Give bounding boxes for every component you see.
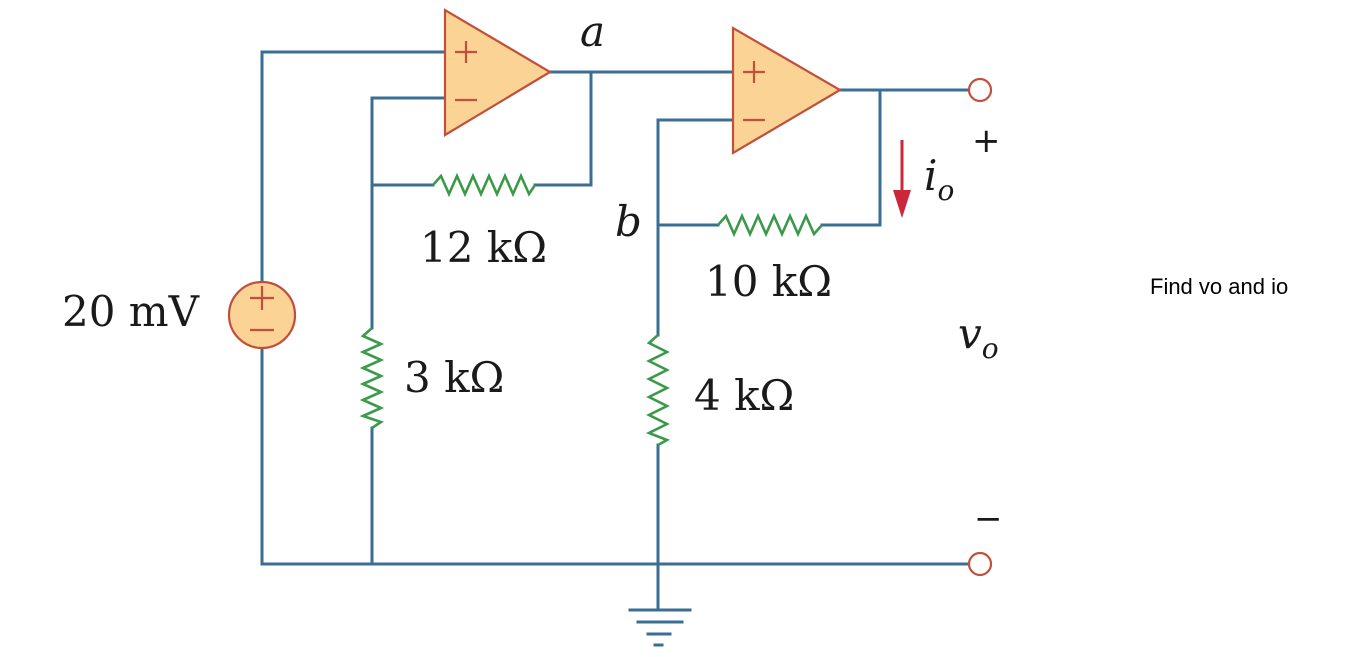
resistor-12k bbox=[432, 172, 537, 198]
resistor-12k-label: 12 kΩ bbox=[420, 223, 547, 272]
source-label: 20 mV bbox=[62, 287, 200, 336]
output-terminal-top bbox=[967, 77, 993, 103]
resistor-3k bbox=[359, 327, 385, 430]
output-voltage-symbol: v bbox=[958, 309, 982, 358]
wires bbox=[260, 50, 970, 612]
current-subscript: o bbox=[937, 174, 954, 207]
question-text: Find vo and io bbox=[1150, 274, 1289, 299]
current-symbol: i bbox=[924, 151, 937, 200]
wire-10k-to-output bbox=[820, 88, 882, 227]
output-terminal-bottom bbox=[967, 551, 993, 577]
output-voltage-label: vo bbox=[958, 309, 999, 365]
node-a-label: a bbox=[580, 7, 605, 56]
wire-12k-to-node-a bbox=[533, 70, 593, 187]
current-arrow bbox=[893, 140, 911, 218]
wire-opamp1-minus bbox=[370, 96, 447, 187]
current-label: io bbox=[924, 151, 954, 207]
wire-opamp2-minus bbox=[656, 118, 735, 227]
ground-symbol bbox=[628, 608, 692, 647]
resistor-4k-label: 4 kΩ bbox=[694, 371, 794, 420]
output-voltage-subscript: o bbox=[982, 332, 999, 365]
opamp-2 bbox=[731, 26, 843, 155]
resistor-10k-label: 10 kΩ bbox=[705, 257, 832, 306]
resistor-10k bbox=[717, 212, 823, 238]
node-b-label: b bbox=[615, 197, 642, 246]
wire-source-to-opamp1-plus bbox=[260, 50, 447, 284]
output-minus-sign: − bbox=[974, 499, 1003, 539]
resistor-4k bbox=[645, 334, 671, 447]
resistor-3k-label: 3 kΩ bbox=[404, 353, 504, 402]
wire-ground-rail bbox=[260, 346, 970, 566]
output-plus-sign: + bbox=[972, 121, 1001, 161]
voltage-source bbox=[227, 280, 297, 350]
opamp-1 bbox=[443, 8, 553, 137]
